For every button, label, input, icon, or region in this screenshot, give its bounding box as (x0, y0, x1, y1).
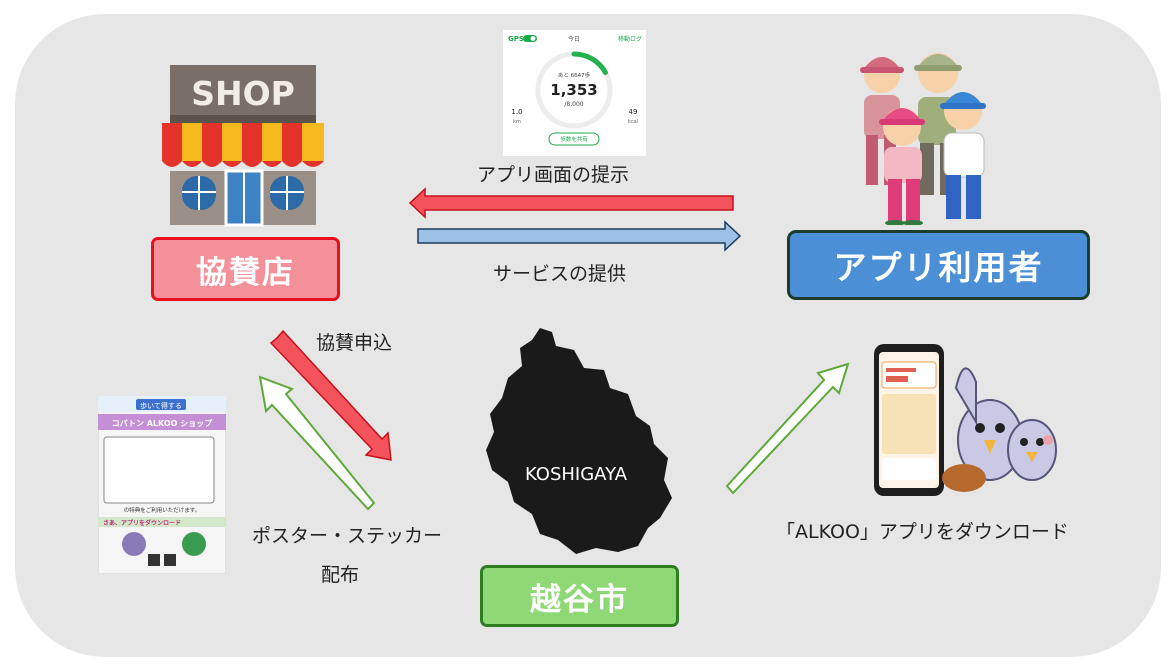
app-screenshot: GPS 今日 移動ログ あと 6647歩 1,353 /8,000 1.0 km… (503, 30, 646, 156)
walker-man-front-icon (940, 92, 986, 219)
app-users-badge: アプリ利用者 (787, 230, 1090, 300)
shop-window-left (182, 176, 216, 210)
mascot-icon (942, 367, 1023, 492)
label-poster-line2: 配布 (321, 564, 360, 586)
city-map-shape (486, 328, 672, 554)
svg-text:1,353: 1,353 (550, 81, 597, 99)
arrow-apply-sponsor (269, 329, 392, 461)
svg-text:/8,000: /8,000 (564, 101, 583, 108)
walker-woman-front-icon (879, 108, 925, 225)
label-download-app: 「ALKOO」アプリをダウンロード (776, 521, 1069, 543)
svg-text:コバトン ALKOO ショップ: コバトン ALKOO ショップ (112, 418, 214, 428)
arrow-present-screen (408, 187, 734, 219)
phone-and-mascots (874, 344, 1057, 496)
shop-awning (162, 123, 324, 167)
svg-text:km: km (513, 119, 521, 125)
progress-ring-fill (571, 51, 608, 75)
sponsor-store-badge: 協賛店 (151, 237, 340, 301)
map-label: KOSHIGAYA (525, 464, 628, 485)
label-present-screen: アプリ画面の提示 (477, 164, 630, 186)
city-badge: 越谷市 (480, 565, 679, 627)
svg-text:1.0: 1.0 (511, 108, 522, 116)
label-provide-service: サービスの提供 (493, 263, 627, 285)
koshigaya-map: KOSHIGAYA (486, 328, 672, 554)
svg-text:歩数を共有: 歩数を共有 (560, 135, 588, 143)
arrow-download-app (725, 362, 850, 495)
svg-text:の特典をご利用いただけます。: の特典をご利用いただけます。 (124, 506, 200, 514)
svg-text:kcal: kcal (628, 119, 638, 125)
shop-sign-text: SHOP (191, 74, 295, 113)
svg-text:あと 6647歩: あと 6647歩 (558, 71, 591, 79)
svg-text:49: 49 (629, 108, 638, 116)
shop-door (224, 169, 264, 227)
label-poster-line1: ポスター・ステッカー (252, 525, 443, 547)
svg-text:GPS: GPS (508, 35, 524, 43)
walkers-illustration (860, 53, 986, 225)
svg-text:歩いて得する: 歩いて得する (140, 401, 182, 410)
svg-text:移動ログ: 移動ログ (618, 35, 642, 43)
arrow-provide-service (417, 220, 742, 252)
svg-text:さあ、アプリをダウンロード: さあ、アプリをダウンロード (103, 519, 181, 527)
svg-text:今日: 今日 (568, 35, 580, 43)
arrow-poster-distribution (258, 375, 376, 511)
shop-poster: 歩いて得する コバトン ALKOO ショップ の特典をご利用いただけます。 さあ… (98, 396, 226, 574)
label-apply-sponsor: 協賛申込 (316, 332, 393, 354)
shop-illustration: SHOP (162, 65, 324, 227)
shop-window-right (270, 176, 304, 210)
mascot-small-icon (1007, 419, 1057, 481)
